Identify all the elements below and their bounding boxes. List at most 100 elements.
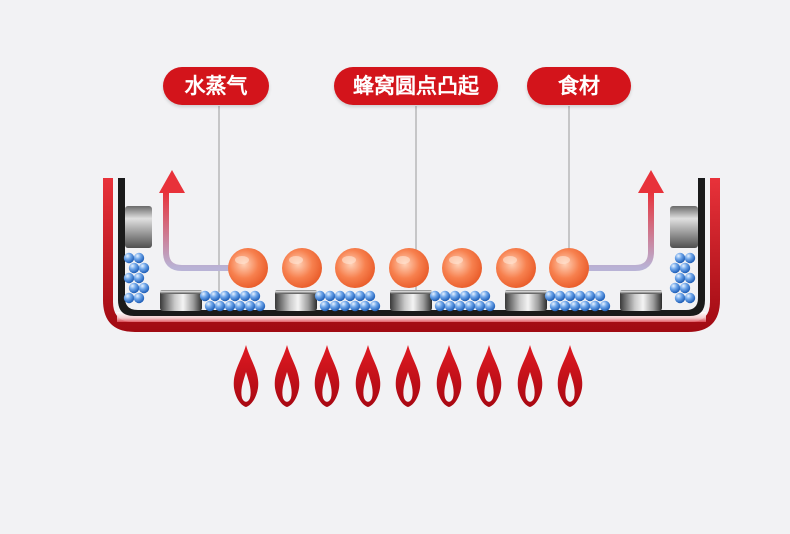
- water-droplet-icon: [469, 290, 481, 302]
- water-droplet-icon: [554, 290, 566, 302]
- water-droplet-icon: [684, 292, 696, 304]
- water-droplet-icon: [123, 292, 135, 304]
- water-droplet-icon: [579, 300, 591, 312]
- food-ball-icon: [282, 248, 322, 288]
- water-droplet-icon: [249, 290, 261, 302]
- label-food: 食材: [527, 67, 631, 105]
- pan-body: [103, 178, 720, 332]
- flame-icon: [274, 345, 300, 407]
- water-droplet-icon: [234, 300, 246, 312]
- water-droplet-icon: [214, 300, 226, 312]
- water-droplet-icon: [123, 252, 135, 264]
- water-droplet-icon: [133, 292, 145, 304]
- water-droplet-icon: [669, 282, 681, 294]
- flame-icon: [233, 345, 259, 407]
- flame-icon: [476, 345, 502, 407]
- water-droplet-icon: [444, 300, 456, 312]
- water-droplet-icon: [199, 290, 211, 302]
- water-droplet-icon: [429, 290, 441, 302]
- water-droplet-icon: [684, 252, 696, 264]
- label-honeycomb-dots: 蜂窝圆点凸起: [334, 67, 498, 105]
- water-droplet-icon: [434, 300, 446, 312]
- water-droplet-icon: [484, 300, 496, 312]
- steam-arrow-icon: [638, 170, 664, 193]
- water-droplet-icon: [349, 300, 361, 312]
- water-droplet-icon: [219, 290, 231, 302]
- water-droplet-icon: [138, 282, 150, 294]
- water-droplet-icon: [334, 290, 346, 302]
- water-droplet-icon: [133, 252, 145, 264]
- water-droplet-icon: [674, 252, 686, 264]
- water-droplet-icon: [479, 290, 491, 302]
- water-droplet-icon: [569, 300, 581, 312]
- water-droplet-icon: [133, 272, 145, 284]
- raised-dot-icon: [390, 290, 432, 311]
- food-balls-group: [228, 248, 589, 288]
- food-ball-icon: [496, 248, 536, 288]
- water-droplet-icon: [344, 290, 356, 302]
- label-steam: 水蒸气: [163, 67, 269, 105]
- water-droplet-icon: [474, 300, 486, 312]
- water-droplet-icon: [123, 272, 135, 284]
- water-droplet-icon: [314, 290, 326, 302]
- food-ball-icon: [228, 248, 268, 288]
- water-droplet-icon: [359, 300, 371, 312]
- water-droplet-icon: [674, 272, 686, 284]
- raised-dot-icon: [620, 290, 662, 311]
- water-droplet-icon: [684, 272, 696, 284]
- flame-icon: [314, 345, 340, 407]
- water-droplet-icon: [549, 300, 561, 312]
- water-droplet-icon: [674, 292, 686, 304]
- flame-icon: [355, 345, 381, 407]
- water-droplet-icon: [369, 300, 381, 312]
- flames-group: [233, 345, 583, 407]
- water-droplet-icon: [584, 290, 596, 302]
- water-droplet-icon: [204, 300, 216, 312]
- water-droplet-icon: [354, 290, 366, 302]
- water-droplet-icon: [319, 300, 331, 312]
- flame-icon: [517, 345, 543, 407]
- raised-dot-icon: [505, 290, 547, 311]
- flame-icon: [557, 345, 583, 407]
- water-droplet-icon: [254, 300, 266, 312]
- water-droplet-icon: [459, 290, 471, 302]
- raised-dot-icon: [160, 290, 202, 311]
- water-droplet-icon: [229, 290, 241, 302]
- water-droplet-icon: [224, 300, 236, 312]
- water-droplets-group: [123, 252, 696, 312]
- flame-icon: [436, 345, 462, 407]
- water-droplet-icon: [449, 290, 461, 302]
- water-droplet-icon: [574, 290, 586, 302]
- water-droplet-icon: [454, 300, 466, 312]
- water-droplet-icon: [209, 290, 221, 302]
- raised-dots-group: [160, 290, 662, 311]
- water-droplet-icon: [594, 290, 606, 302]
- water-droplet-icon: [128, 282, 140, 294]
- water-droplet-icon: [339, 300, 351, 312]
- steam-arrow-left: [159, 170, 235, 271]
- water-droplet-icon: [544, 290, 556, 302]
- water-droplet-icon: [559, 300, 571, 312]
- flame-icon: [395, 345, 421, 407]
- steam-arrow-right: [582, 170, 664, 271]
- water-droplet-icon: [589, 300, 601, 312]
- food-ball-icon: [389, 248, 429, 288]
- water-droplet-icon: [364, 290, 376, 302]
- water-droplet-icon: [669, 262, 681, 274]
- water-droplet-icon: [138, 262, 150, 274]
- water-droplet-icon: [679, 262, 691, 274]
- raised-dot-icon: [275, 290, 317, 311]
- food-ball-icon: [549, 248, 589, 288]
- water-droplet-icon: [128, 262, 140, 274]
- food-ball-icon: [442, 248, 482, 288]
- water-droplet-icon: [244, 300, 256, 312]
- water-droplet-icon: [239, 290, 251, 302]
- water-droplet-icon: [564, 290, 576, 302]
- water-droplet-icon: [599, 300, 611, 312]
- steam-arrow-icon: [159, 170, 185, 193]
- food-ball-icon: [335, 248, 375, 288]
- water-droplet-icon: [679, 282, 691, 294]
- water-droplet-icon: [324, 290, 336, 302]
